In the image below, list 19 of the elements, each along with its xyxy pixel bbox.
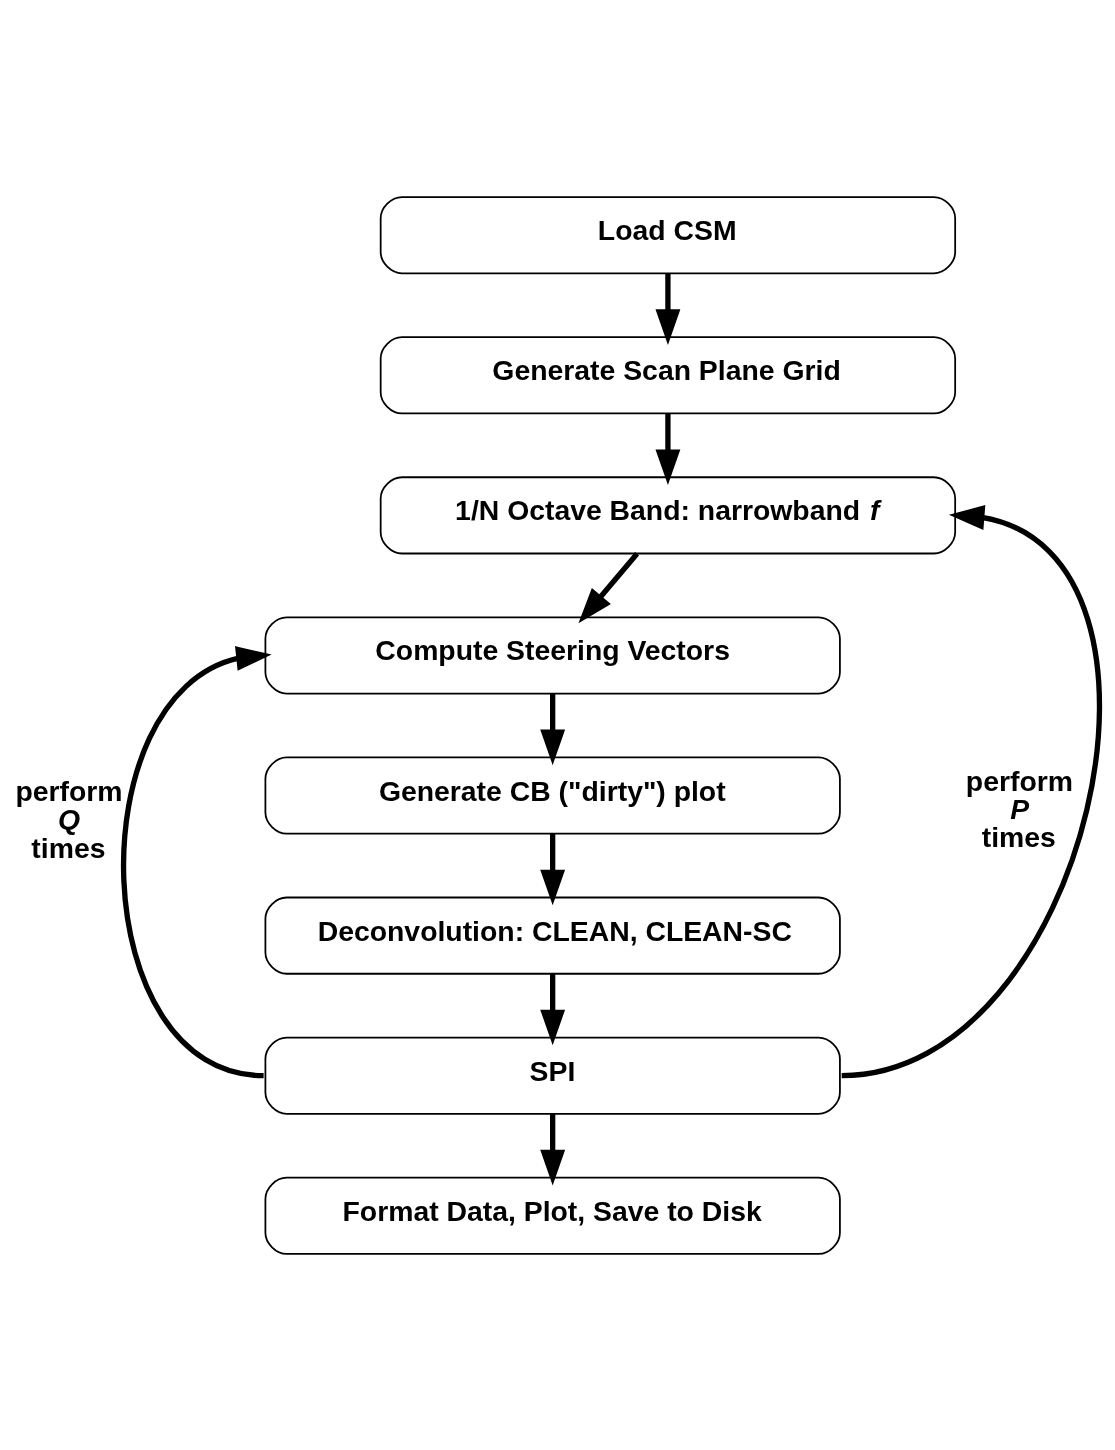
- node-box: Compute Steering Vectors: [264, 615, 841, 694]
- arrow: [841, 504, 1102, 1078]
- arrow: [540, 693, 566, 765]
- arrow: [655, 413, 681, 485]
- node-box: Generate CB ("dirty") plot: [264, 756, 841, 835]
- edge-label: perform Q times: [15, 774, 123, 864]
- arrow: [121, 645, 272, 1078]
- node-box: Load CSM: [379, 195, 957, 274]
- node-box: Deconvolution: CLEAN, CLEAN-SC: [264, 896, 841, 975]
- arrow: [578, 551, 640, 623]
- node-box: Format Data, Plot, Save to Disk: [264, 1176, 841, 1255]
- node-box: 1/N Octave Band: narrowband f: [379, 475, 957, 554]
- node-box: Generate Scan Plane Grid: [379, 335, 957, 414]
- arrow: [540, 973, 566, 1045]
- arrow: [540, 833, 566, 905]
- node-box: SPI: [264, 1036, 841, 1115]
- arrow: [540, 1113, 566, 1185]
- edge-label: perform P times: [965, 764, 1073, 853]
- arrow: [655, 273, 681, 345]
